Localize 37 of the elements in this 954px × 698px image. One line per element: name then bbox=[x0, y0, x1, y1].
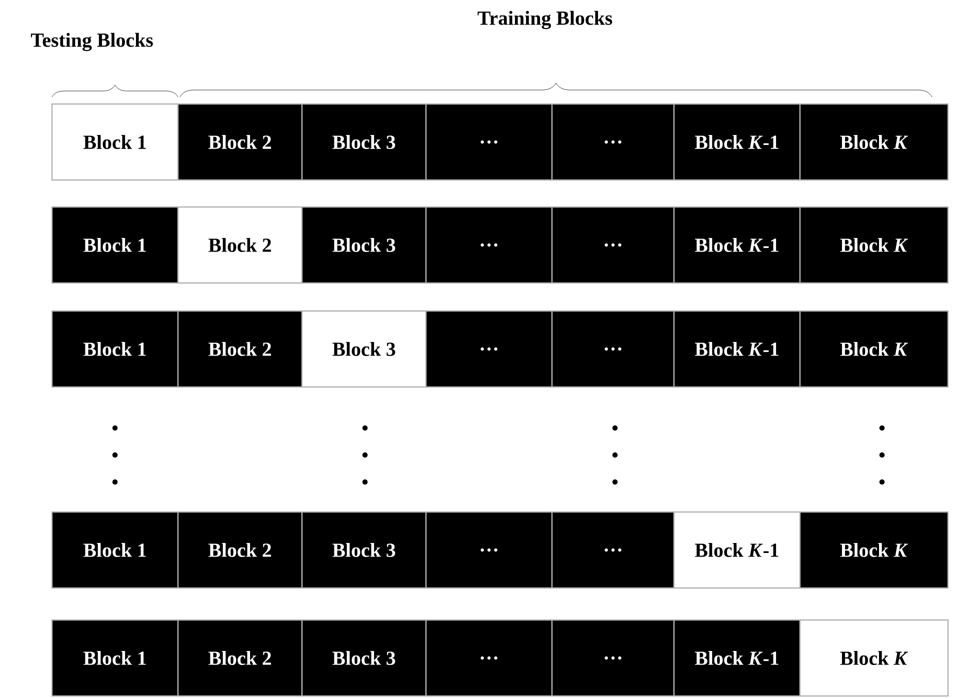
training-block-cell: Block 1 bbox=[51, 206, 179, 284]
training-block-cell: Block 3 bbox=[301, 619, 427, 697]
test-block-cell: Block 2 bbox=[177, 206, 303, 284]
training-block-cell: … bbox=[425, 310, 553, 388]
training-block-cell: Block 3 bbox=[301, 511, 427, 589]
training-block-cell: Block K-1 bbox=[673, 103, 801, 181]
training-block-cell: … bbox=[551, 206, 675, 284]
training-block-cell: Block K-1 bbox=[673, 619, 801, 697]
training-block-cell: Block K bbox=[799, 511, 949, 589]
training-block-cell: Block 1 bbox=[51, 310, 179, 388]
test-block-cell: Block 3 bbox=[301, 310, 427, 388]
training-block-cell: Block K bbox=[799, 310, 949, 388]
training-block-cell: Block 2 bbox=[177, 310, 303, 388]
training-block-cell: … bbox=[551, 619, 675, 697]
training-block-cell: … bbox=[425, 103, 553, 181]
training-block-cell: Block 3 bbox=[301, 206, 427, 284]
training-block-cell: Block K bbox=[799, 206, 949, 284]
training-block-cell: Block K-1 bbox=[673, 310, 801, 388]
training-block-cell: Block 1 bbox=[51, 511, 179, 589]
training-block-cell: Block 2 bbox=[177, 511, 303, 589]
training-block-cell: … bbox=[425, 511, 553, 589]
training-block-cell: Block 1 bbox=[51, 619, 179, 697]
training-block-cell: … bbox=[551, 511, 675, 589]
training-block-cell: … bbox=[551, 310, 675, 388]
training-block-cell: Block 2 bbox=[177, 619, 303, 697]
training-block-cell: Block K bbox=[799, 103, 949, 181]
test-block-cell: Block K bbox=[799, 619, 949, 697]
test-block-cell: Block K-1 bbox=[673, 511, 801, 589]
training-block-cell: Block 3 bbox=[301, 103, 427, 181]
test-block-cell: Block 1 bbox=[51, 103, 179, 181]
training-block-cell: Block K-1 bbox=[673, 206, 801, 284]
training-block-cell: … bbox=[425, 206, 553, 284]
training-block-cell: Block 2 bbox=[177, 103, 303, 181]
training-block-cell: … bbox=[425, 619, 553, 697]
heading: Training Blocks bbox=[478, 10, 612, 30]
training-block-cell: … bbox=[551, 103, 675, 181]
heading: Testing Blocks bbox=[30, 32, 153, 52]
